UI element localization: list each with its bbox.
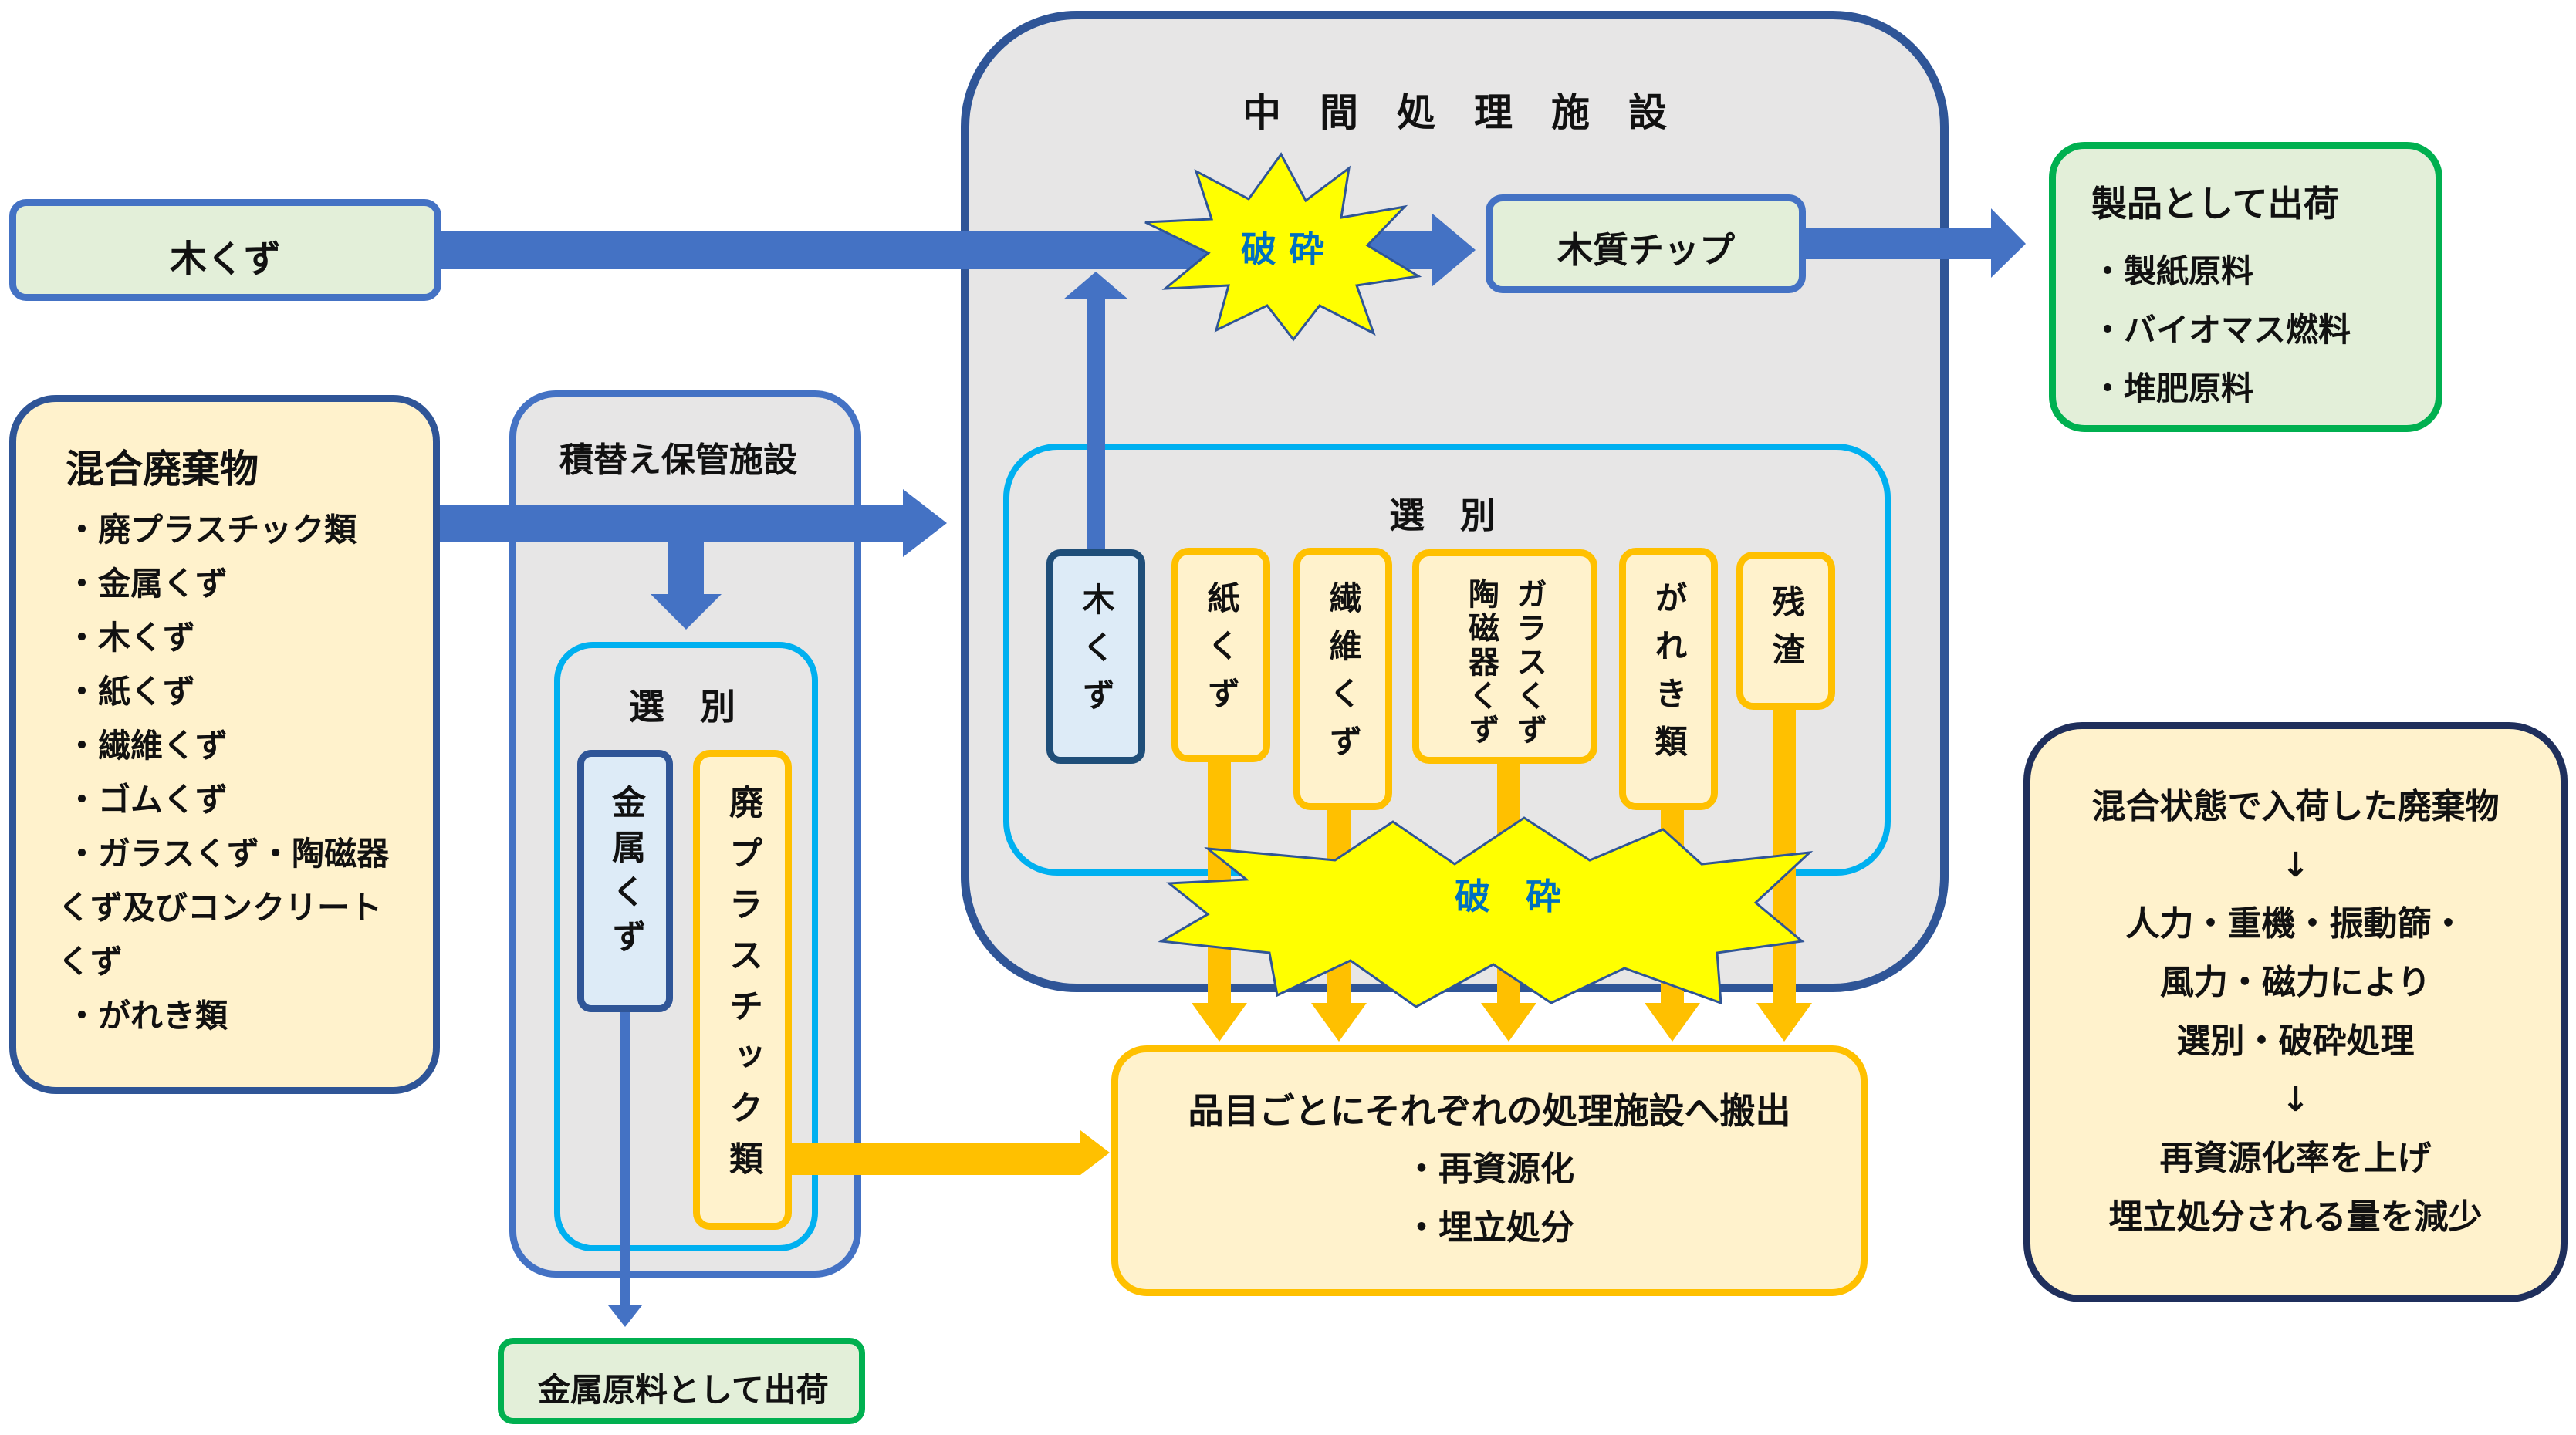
destination-box — [1111, 1045, 1868, 1296]
bin-rubble-label: がれき類 — [1650, 581, 1688, 772]
product-ship-text: 製品として出荷 ・製紙原料 ・バイオマス燃料 ・堆肥原料 — [2091, 176, 2351, 418]
summary-line: 埋立処分される量を減少 — [2108, 1197, 2483, 1237]
bin-wood-label: 木くず — [1077, 582, 1115, 726]
mixed-waste-text: 混合廃棄物 ・廃プラスチック類 ・金属くず ・木くず ・紙くず ・繊維くず ・ゴ… — [58, 438, 390, 1043]
plastic-waste-box: 廃プラスチック類 — [693, 750, 792, 1230]
arrow-plastic-to-destination — [787, 1130, 1110, 1175]
bin-paper-label: 紙くず — [1202, 581, 1240, 724]
crush-burst-bottom — [1158, 816, 1814, 1008]
mixed-waste-box — [9, 395, 440, 1094]
summary-line: 混合状態で入荷した廃棄物 — [2091, 787, 2500, 826]
mixed-item: くず — [58, 943, 123, 981]
summary-line: 人力・重機・振動篩・ — [2125, 904, 2466, 944]
product-item: ・バイオマス燃料 — [2091, 311, 2351, 349]
wood-waste-box — [9, 199, 441, 301]
summary-arrow-down: ↓ — [2281, 1080, 2310, 1119]
product-item: ・製紙原料 — [2091, 252, 2254, 290]
wood-waste-label: 木くず — [170, 238, 282, 281]
bin-glass-label: ガラスくず — [1511, 578, 1547, 748]
mixed-waste-title: 混合廃棄物 — [66, 447, 259, 491]
bin-wood: 木くず — [1046, 549, 1145, 764]
summary-line: 風力・磁力により — [2159, 963, 2432, 1002]
wood-chip-box — [1486, 194, 1806, 293]
product-ship-box — [2049, 142, 2442, 432]
mixed-item: ・繊維くず — [66, 727, 228, 765]
bin-rubble: がれき類 — [1619, 548, 1718, 810]
crush-burst-top — [1144, 152, 1422, 342]
product-ship-title: 製品として出荷 — [2091, 183, 2339, 225]
metal-waste-box: 金属くず — [577, 750, 673, 1012]
mixed-item: ・廃プラスチック類 — [66, 511, 357, 549]
bin-glass-ceramic: ガラスくず 陶磁器くず — [1412, 549, 1597, 764]
summary-line: 再資源化率を上げ — [2159, 1139, 2432, 1178]
bin-residue-label: 残渣 — [1767, 585, 1805, 680]
mixed-item: くず及びコンクリート — [58, 889, 383, 927]
transfer-facility-title: 積替え保管施設 — [559, 441, 797, 480]
plastic-waste-label: 廃プラスチック類 — [723, 785, 762, 1192]
bin-fiber: 繊維くず — [1293, 548, 1392, 810]
arrow-chip-to-product — [1806, 208, 2026, 278]
summary-line: 選別・破砕処理 — [2176, 1021, 2415, 1061]
transfer-sort-title: 選 別 — [629, 686, 735, 728]
destination-item: ・埋立処分 — [1405, 1208, 1574, 1248]
intermediate-facility-title: 中 間 処 理 施 設 — [1242, 90, 1667, 135]
metal-ship-label: 金属原料として出荷 — [538, 1371, 829, 1409]
arrow-into-transfer-sort — [651, 542, 722, 630]
arrow-mixed-to-facility — [436, 489, 947, 557]
bin-paper: 紙くず — [1171, 548, 1270, 762]
bin-fiber-label: 繊維くず — [1324, 581, 1362, 772]
destination-item: ・再資源化 — [1405, 1150, 1574, 1189]
destination-text: 品目ごとにそれぞれの処理施設へ搬出 ・再資源化 ・埋立処分 — [1111, 1082, 1868, 1258]
mixed-item: ・木くず — [66, 619, 196, 657]
bin-ceramic-label: 陶磁器くず — [1463, 578, 1499, 748]
mixed-item: ・金属くず — [66, 565, 228, 603]
summary-box — [2023, 722, 2568, 1302]
metal-waste-label: 金属くず — [606, 785, 645, 964]
crush-bottom-label: 破 砕 — [1455, 876, 1561, 917]
crush-top-label: 破 砕 — [1241, 228, 1325, 270]
mixed-item: ・ガラスくず・陶磁器 — [66, 835, 390, 873]
mixed-item: ・がれき類 — [66, 997, 228, 1035]
arrow-sorted-wood-up — [1063, 272, 1128, 549]
intermediate-sort-title: 選 別 — [1389, 495, 1496, 536]
transfer-sort-area — [554, 642, 818, 1251]
wood-chip-label: 木質チップ — [1557, 229, 1735, 271]
metal-ship-box — [498, 1338, 865, 1424]
destination-title: 品目ごとにそれぞれの処理施設へ搬出 — [1188, 1090, 1791, 1132]
summary-arrow-down: ↓ — [2281, 846, 2310, 885]
product-item: ・堆肥原料 — [2091, 370, 2254, 407]
mixed-item: ・紙くず — [66, 673, 196, 711]
summary-text: 混合状態で入荷した廃棄物 ↓ 人力・重機・振動篩・ 風力・磁力により 選別・破砕… — [2023, 778, 2568, 1247]
bin-residue: 残渣 — [1736, 552, 1835, 710]
mixed-item: ・ゴムくず — [66, 781, 228, 819]
